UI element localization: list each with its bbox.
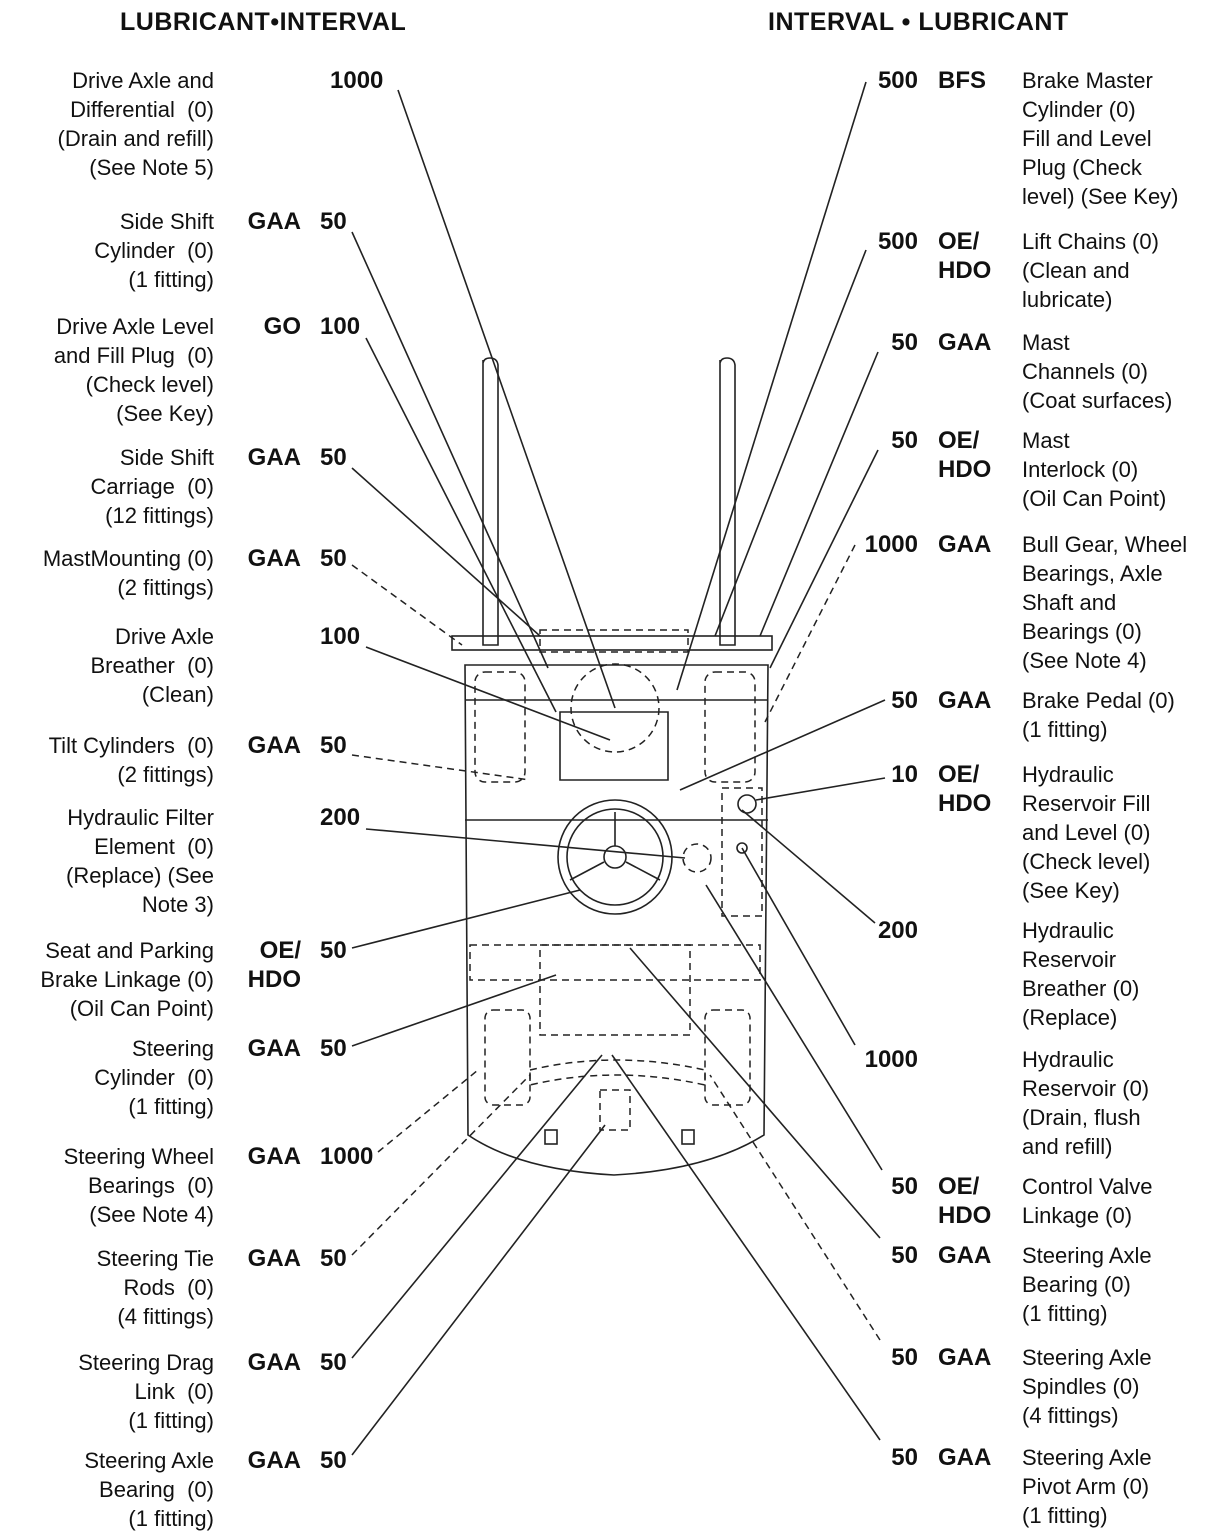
- lube-point-description: MastMounting (0) (2 fittings): [42, 546, 214, 600]
- lube-point-description: Side Shift Carriage (0) (12 fittings): [90, 445, 214, 528]
- lube-point-description: Control Valve Linkage (0): [1022, 1174, 1153, 1228]
- lube-point-description: Lift Chains (0) (Clean and lubricate): [1022, 229, 1159, 312]
- lube-interval: 10: [891, 761, 918, 788]
- lube-point-description: Hydraulic Filter Element (0) (Replace) (…: [66, 805, 214, 917]
- lube-interval: 50: [320, 732, 347, 759]
- lube-point-description: Steering Axle Pivot Arm (0) (1 fitting): [1022, 1445, 1152, 1528]
- lube-interval: 50: [320, 1447, 347, 1474]
- lube-interval: 1000: [864, 1046, 918, 1073]
- lube-point-description: Steering Axle Spindles (0) (4 fittings): [1022, 1345, 1152, 1428]
- lubricant-code: GAA: [938, 1344, 992, 1371]
- lube-interval: 50: [891, 1444, 918, 1471]
- lube-point-description: Brake Master Cylinder (0) Fill and Level…: [1022, 68, 1179, 209]
- lube-point-description: Steering Axle Bearing (0) (1 fitting): [84, 1448, 214, 1531]
- lubricant-code: GAA: [247, 1245, 301, 1272]
- lube-interval: 200: [877, 917, 918, 944]
- lubricant-code: GAA: [247, 1349, 301, 1376]
- left-column-header: LUBRICANT•INTERVAL: [120, 8, 407, 36]
- leader-lines: [351, 81, 886, 1456]
- lube-interval: 50: [891, 427, 918, 454]
- lubricant-code: GAA: [247, 1035, 301, 1062]
- lube-interval: 500: [877, 228, 918, 255]
- lubricant-code: GAA: [938, 531, 992, 558]
- lubricant-code: OE/ HDO: [247, 937, 301, 993]
- lube-point-description: Drive Axle Level and Fill Plug (0) (Chec…: [53, 314, 214, 426]
- lube-interval: 50: [891, 1242, 918, 1269]
- lube-point-description: Hydraulic Reservoir Breather (0) (Replac…: [1022, 918, 1140, 1030]
- lubricant-code: OE/ HDO: [938, 427, 992, 483]
- lubricant-code: GAA: [247, 732, 301, 759]
- lube-point-description: Hydraulic Reservoir Fill and Level (0) (…: [1022, 762, 1151, 903]
- lube-interval: 50: [320, 1245, 347, 1272]
- lube-interval: 50: [320, 444, 347, 471]
- lube-point-description: Hydraulic Reservoir (0) (Drain, flush an…: [1022, 1047, 1150, 1159]
- lube-interval: 1000: [330, 67, 384, 94]
- lubricant-code: GAA: [247, 444, 301, 471]
- lube-interval: 50: [320, 545, 347, 572]
- lube-point-description: Steering Tie Rods (0) (4 fittings): [96, 1246, 214, 1329]
- lubricant-code: GAA: [938, 329, 992, 356]
- lubricant-code: GAA: [247, 1447, 301, 1474]
- lubricant-code: OE/ HDO: [938, 761, 992, 817]
- lube-interval: 1000: [320, 1143, 374, 1170]
- lube-point-description: Mast Interlock (0) (Oil Can Point): [1022, 428, 1167, 511]
- lube-point-description: Tilt Cylinders (0) (2 fittings): [48, 733, 214, 787]
- lubricant-code: GO: [263, 313, 301, 340]
- lube-interval: 100: [320, 623, 361, 650]
- lube-interval: 50: [891, 329, 918, 356]
- forklift-body-outline: [451, 357, 773, 1176]
- lubricant-code: OE/ HDO: [938, 1173, 992, 1229]
- lube-point-description: Brake Pedal (0) (1 fitting): [1022, 688, 1175, 742]
- lube-point-description: Seat and Parking Brake Linkage (0) (Oil …: [40, 938, 214, 1021]
- lubricant-code: GAA: [247, 208, 301, 235]
- lubricant-code: GAA: [938, 1242, 992, 1269]
- lube-point-description: Mast Channels (0) (Coat surfaces): [1022, 330, 1173, 413]
- lubricant-code: GAA: [938, 687, 992, 714]
- lubricant-code: GAA: [247, 545, 301, 572]
- lube-interval: 50: [320, 1349, 347, 1376]
- right-column-header: INTERVAL • LUBRICANT: [768, 8, 1069, 36]
- lube-interval: 50: [320, 937, 347, 964]
- lube-point-description: Steering Axle Bearing (0) (1 fitting): [1022, 1243, 1152, 1326]
- lube-point-description: Drive Axle Breather (0) (Clean): [90, 624, 215, 707]
- lubricant-code: BFS: [938, 67, 986, 94]
- lube-interval: 50: [891, 1344, 918, 1371]
- lube-point-description: Bull Gear, Wheel Bearings, Axle Shaft an…: [1022, 532, 1188, 673]
- lube-interval: 1000: [864, 531, 918, 558]
- lube-interval: 50: [320, 208, 347, 235]
- lubricant-code: OE/ HDO: [938, 228, 992, 284]
- lubricant-code: GAA: [938, 1444, 992, 1471]
- lube-interval: 50: [891, 687, 918, 714]
- lube-interval: 50: [891, 1173, 918, 1200]
- lube-point-description: Side Shift Cylinder (0) (1 fitting): [94, 209, 214, 292]
- lube-interval: 100: [320, 313, 361, 340]
- lube-point-description: Steering Drag Link (0) (1 fitting): [78, 1350, 214, 1433]
- lube-interval: 500: [877, 67, 918, 94]
- lube-interval: 50: [320, 1035, 347, 1062]
- lube-point-description: Steering Wheel Bearings (0) (See Note 4): [63, 1144, 214, 1227]
- lube-interval: 200: [320, 804, 361, 831]
- lubricant-code: GAA: [247, 1143, 301, 1170]
- lube-point-description: Drive Axle and Differential (0) (Drain a…: [57, 68, 215, 180]
- lube-point-description: Steering Cylinder (0) (1 fitting): [94, 1036, 214, 1119]
